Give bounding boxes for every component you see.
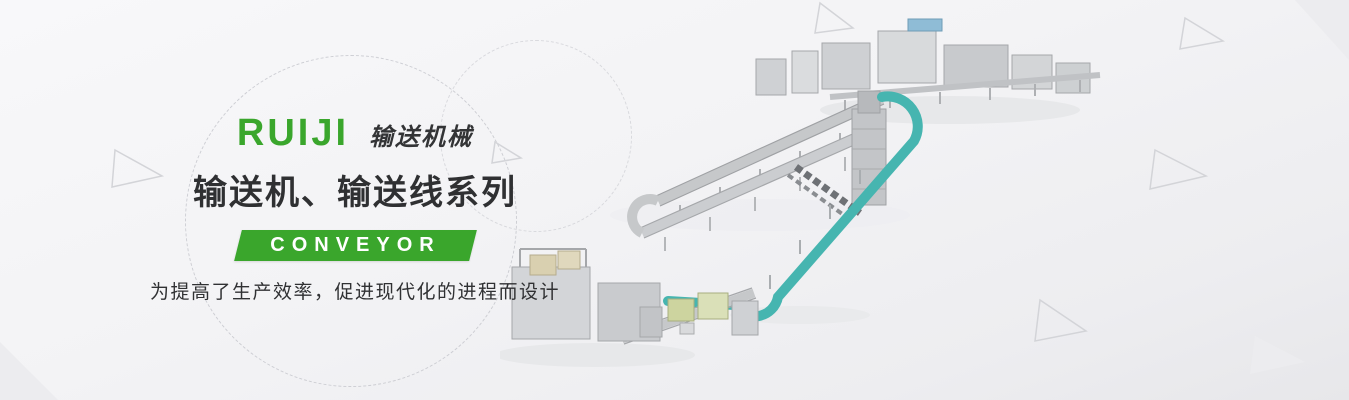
triangle-decor-filled xyxy=(1250,336,1305,374)
conveyor-badge-label: CONVEYOR xyxy=(269,234,441,256)
banner-title: 输送机、输送线系列 xyxy=(193,174,517,212)
brand-row: RUIJI 输送机械 xyxy=(150,112,560,155)
banner-text-block: RUIJI 输送机械 输送机、输送线系列 CONVEYOR 为提高了生产效率，促… xyxy=(150,112,560,304)
conveyor-badge: CONVEYOR xyxy=(233,230,477,261)
triangle-decor-filled xyxy=(1295,0,1349,60)
conveyor-illustration xyxy=(500,18,1101,367)
inline-machines xyxy=(755,50,819,96)
chain-conveyor xyxy=(786,164,863,223)
brand-name: RUIJI xyxy=(236,112,350,154)
banner-subtitle: 为提高了生产效率，促进现代化的进程而设计 xyxy=(150,282,561,303)
illustration-shadows xyxy=(500,96,1080,367)
brand-category: 输送机械 xyxy=(369,124,474,151)
triangle-decor xyxy=(1179,16,1226,50)
palletizer-machines xyxy=(511,248,759,342)
triangle-decor-filled xyxy=(0,342,58,400)
filling-machines-cluster xyxy=(821,18,1101,112)
triangle-decor xyxy=(1149,148,1209,190)
gray-conveyor-runs xyxy=(627,93,885,251)
